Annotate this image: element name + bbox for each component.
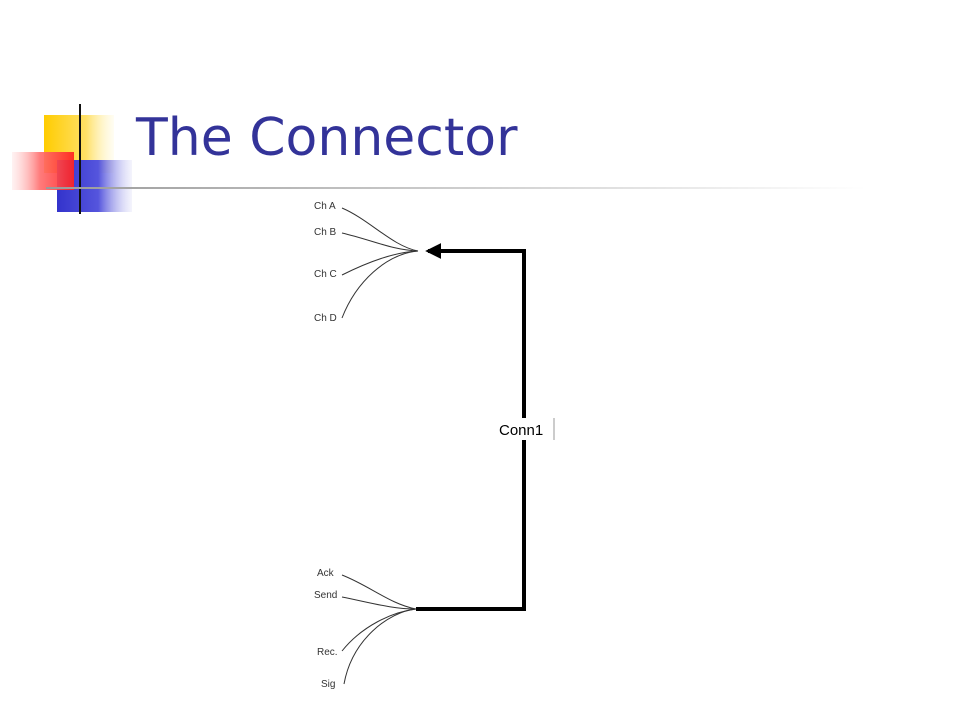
connector-label-box [497, 418, 553, 440]
pin-label-ch-a: Ch A [314, 201, 336, 212]
pin-label-ch-c: Ch C [314, 269, 337, 280]
wire-ch-d [341, 250, 419, 319]
wire-ch-a [341, 207, 419, 252]
pin-label-send: Send [314, 590, 337, 601]
wire-sig [343, 608, 417, 685]
wire-send [341, 596, 417, 610]
pin-label-sig: Sig [321, 679, 335, 690]
pin-label-ack: Ack [317, 568, 335, 579]
title-divider [46, 187, 866, 189]
wire-rec [341, 608, 417, 652]
wire-ch-b [341, 232, 419, 252]
pin-label-rec: Rec. [317, 647, 338, 658]
wire-ch-c [341, 250, 419, 276]
pin-label-ch-d: Ch D [314, 313, 337, 324]
wire-ack [341, 574, 417, 610]
page-title: The Connector [136, 108, 518, 168]
pin-label-ch-b: Ch B [314, 227, 337, 238]
connector-label: Conn1 [499, 422, 543, 439]
